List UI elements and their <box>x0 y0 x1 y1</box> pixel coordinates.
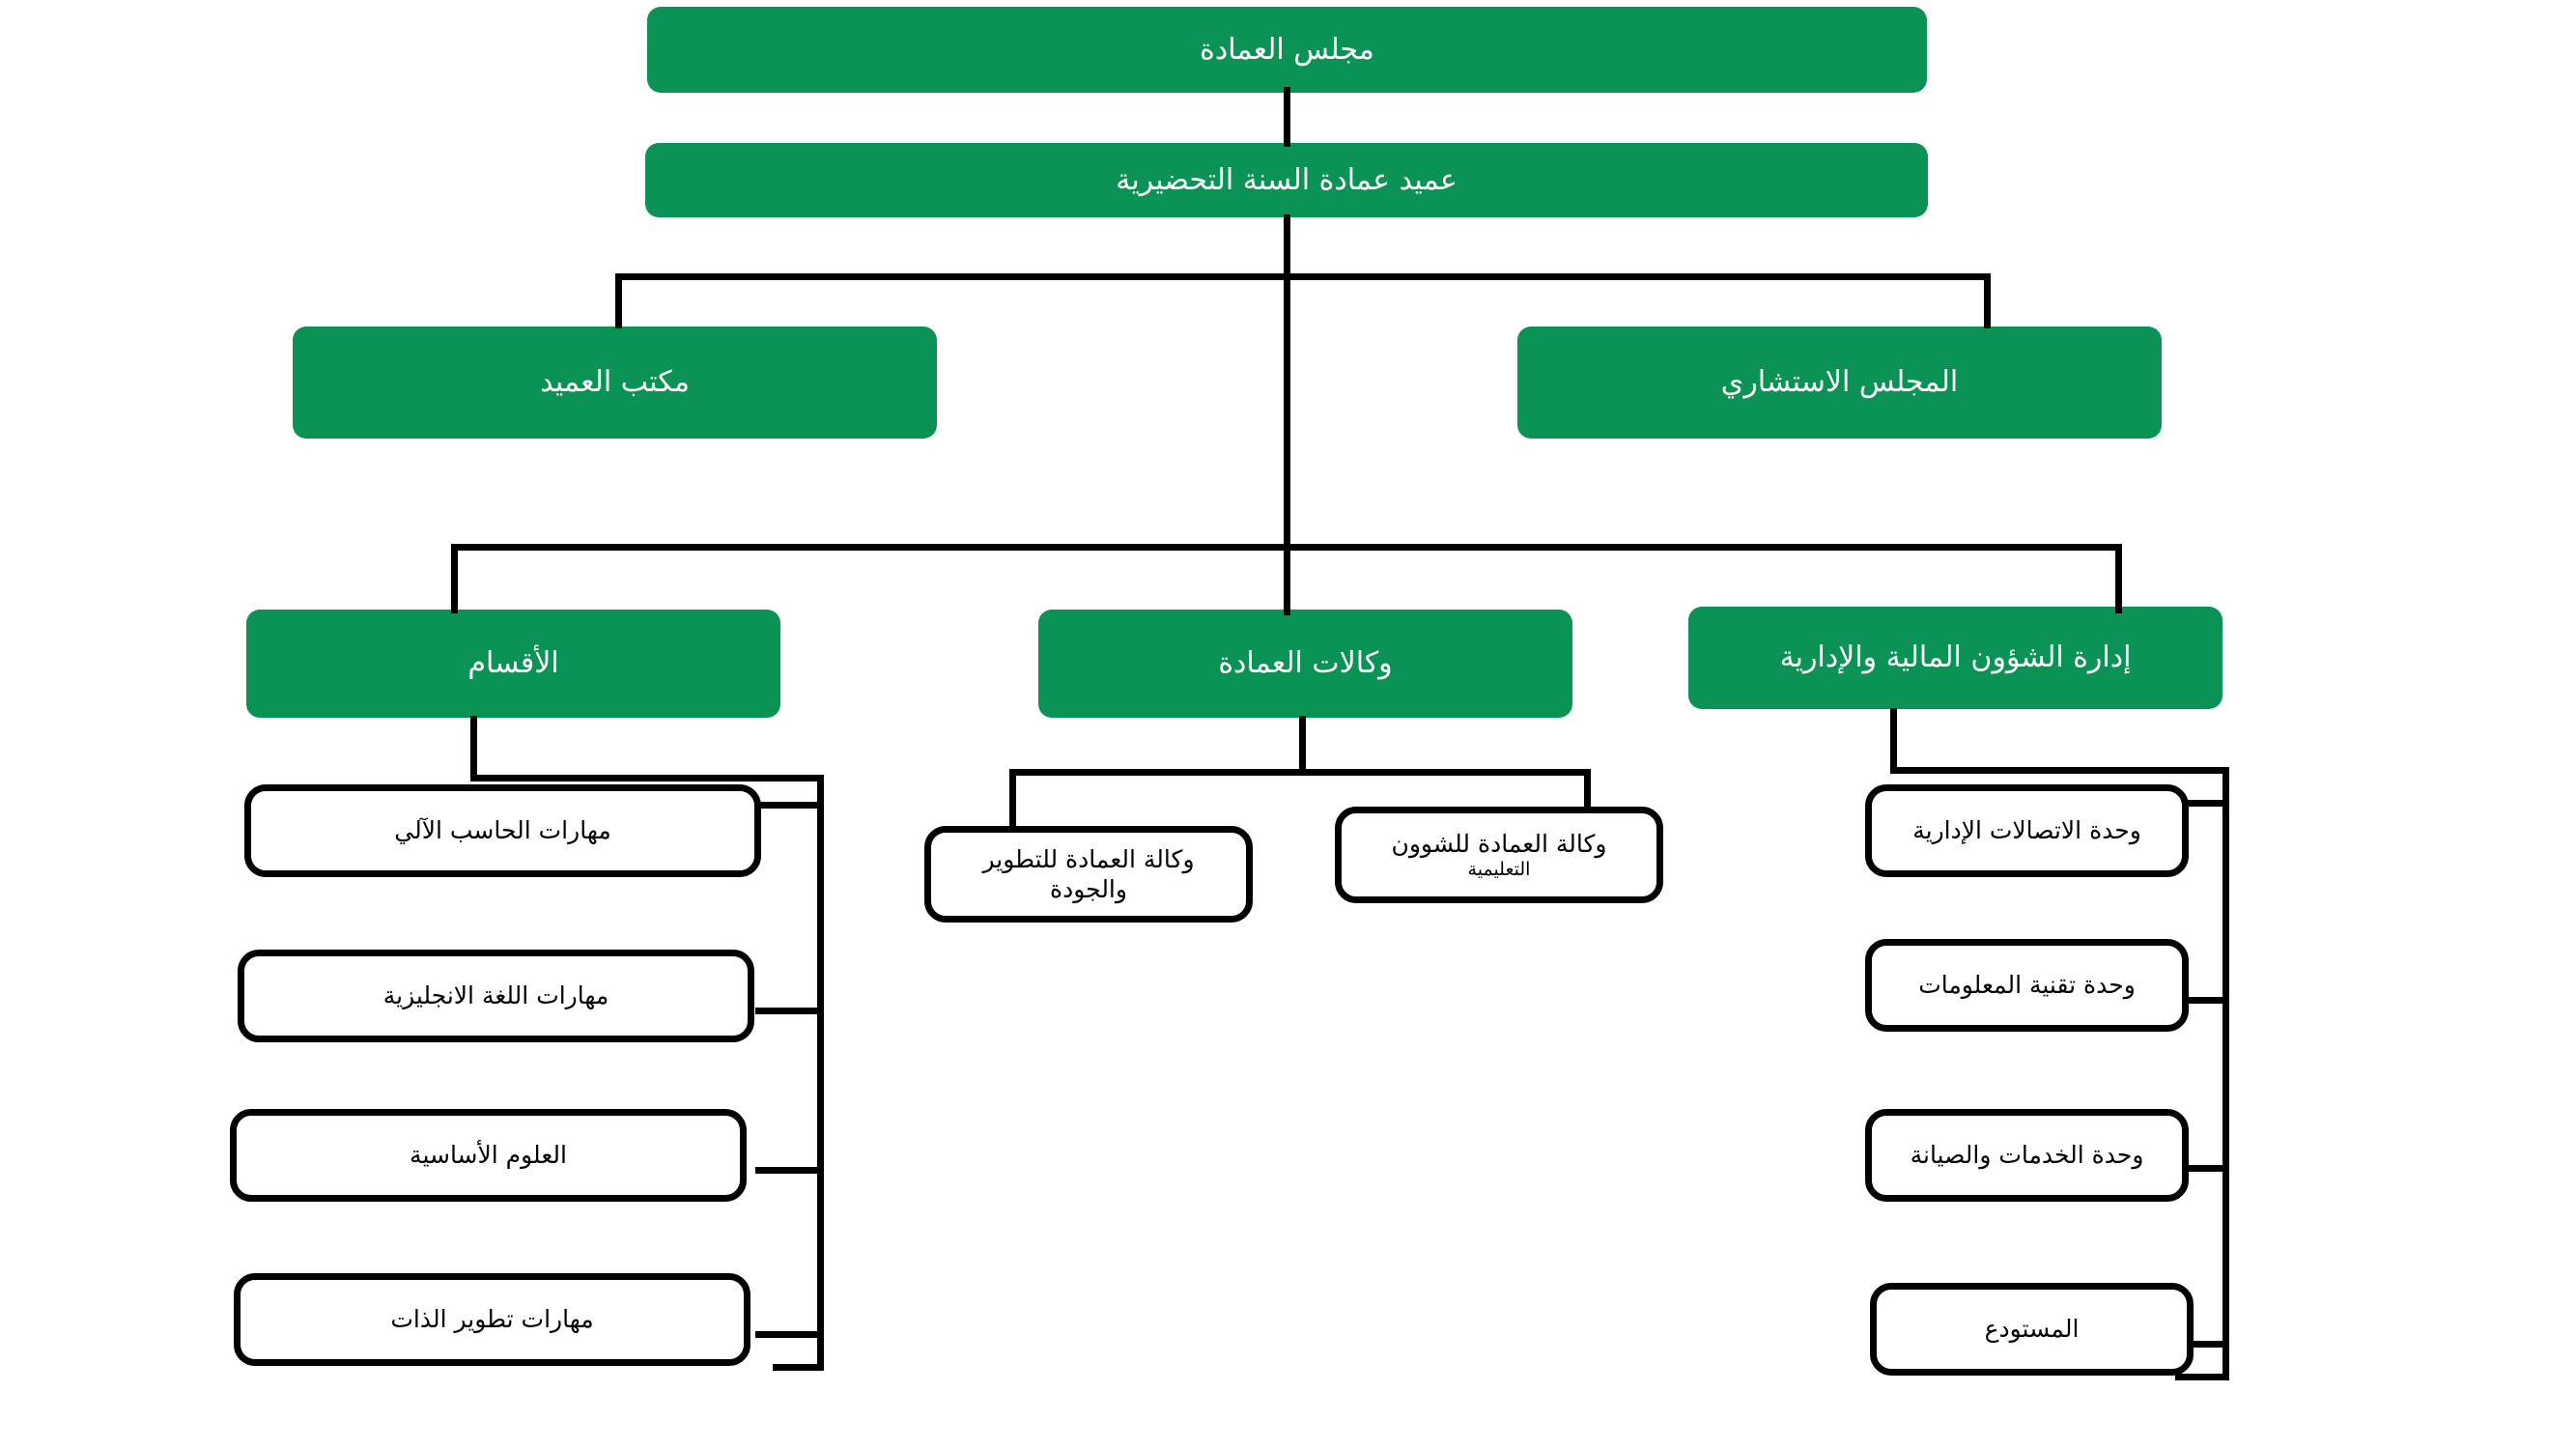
node-unit-administrative-communications-label: وحدة الاتصالات الإدارية <box>1912 816 2141 845</box>
connector-council-to-dean <box>1284 87 1290 147</box>
node-department-self-development[interactable]: مهارات تطوير الذات <box>234 1273 750 1366</box>
connector-admin-finance-stub-1 <box>2161 800 2229 807</box>
label-line-2: والجودة <box>1050 875 1127 903</box>
node-unit-information-technology-label: وحدة تقنية المعلومات <box>1918 971 2136 1000</box>
node-departments-label: الأقسام <box>467 646 559 681</box>
node-deanship-council-label: مجلس العمادة <box>1200 32 1374 67</box>
connector-drop-advisory-council <box>1984 273 1991 328</box>
node-department-computer-skills[interactable]: مهارات الحاسب الآلي <box>244 784 761 877</box>
connector-vice-deanships-bus <box>1009 769 1591 776</box>
connector-departments-spine <box>817 775 824 1371</box>
connector-admin-finance-stub-3 <box>2161 1165 2229 1172</box>
node-department-basic-sciences[interactable]: العلوم الأساسية <box>230 1109 747 1202</box>
node-deanship-council[interactable]: مجلس العمادة <box>647 7 1927 93</box>
connector-bus-row3 <box>451 544 2122 551</box>
node-dean-label: عميد عمادة السنة التحضيرية <box>1116 162 1458 197</box>
node-unit-warehouse-label: المستودع <box>1984 1315 2080 1344</box>
node-dean-office[interactable]: مكتب العميد <box>293 327 937 439</box>
node-unit-warehouse[interactable]: المستودع <box>1870 1283 2194 1376</box>
connector-vice-deanships-drop-right <box>1584 769 1591 810</box>
connector-drop-admin-finance <box>2115 544 2122 613</box>
node-advisory-council[interactable]: المجلس الاستشاري <box>1517 327 2162 439</box>
label-line-1: وكالة العمادة للتطوير <box>982 844 1195 873</box>
node-advisory-council-label: المجلس الاستشاري <box>1720 365 1959 400</box>
node-vice-deanship-development-quality-label: وكالة العمادة للتطوير والجودة <box>943 844 1234 905</box>
node-admin-finance-label: إدارة الشؤون المالية والإدارية <box>1779 640 2132 675</box>
connector-departments-rail-top <box>470 775 824 781</box>
node-department-computer-skills-label: مهارات الحاسب الآلي <box>394 816 611 845</box>
connector-departments-rail-bottom <box>773 1364 824 1371</box>
connector-admin-finance-rail-bottom <box>2175 1374 2229 1380</box>
node-vice-deanship-development-quality[interactable]: وكالة العمادة للتطوير والجودة <box>924 826 1253 923</box>
node-vice-deanship-educational-affairs[interactable]: وكالة العمادة للشوون التعليمية <box>1335 807 1663 903</box>
connector-admin-finance-stub-2 <box>2161 997 2229 1004</box>
node-unit-administrative-communications[interactable]: وحدة الاتصالات الإدارية <box>1865 784 2189 877</box>
node-vice-deanship-educational-affairs-label: وكالة العمادة للشوون التعليمية <box>1353 829 1645 882</box>
node-department-english-skills[interactable]: مهارات اللغة الانجليزية <box>238 950 754 1042</box>
connector-vice-deanships-drop <box>1299 716 1306 774</box>
connector-admin-finance-rail-top <box>1890 767 2229 774</box>
node-department-basic-sciences-label: العلوم الأساسية <box>410 1141 567 1170</box>
node-unit-services-maintenance-label: وحدة الخدمات والصيانة <box>1910 1141 2144 1170</box>
connector-drop-departments <box>451 544 458 613</box>
label-line-1: وكالة العمادة للشوون <box>1391 829 1607 858</box>
connector-departments-stub-3 <box>755 1167 824 1174</box>
connector-admin-finance-drop <box>1890 708 1897 772</box>
label-line-2: التعليمية <box>1467 858 1531 880</box>
connector-departments-stub-2 <box>755 1008 824 1014</box>
connector-dean-trunk <box>1284 214 1290 615</box>
connector-admin-finance-spine <box>2222 767 2229 1380</box>
connector-departments-stub-4 <box>755 1331 824 1338</box>
node-department-self-development-label: مهارات تطوير الذات <box>390 1305 594 1334</box>
node-unit-services-maintenance[interactable]: وحدة الخدمات والصيانة <box>1865 1109 2189 1202</box>
node-department-english-skills-label: مهارات اللغة الانجليزية <box>382 981 609 1010</box>
connector-bus-row2 <box>615 273 1991 280</box>
node-vice-deanships[interactable]: وكالات العمادة <box>1038 610 1572 718</box>
connector-drop-dean-office <box>615 273 622 328</box>
node-dean-office-label: مكتب العميد <box>540 365 690 400</box>
node-admin-finance[interactable]: إدارة الشؤون المالية والإدارية <box>1688 607 2222 709</box>
connector-departments-drop <box>470 716 477 780</box>
node-unit-information-technology[interactable]: وحدة تقنية المعلومات <box>1865 939 2189 1032</box>
node-dean[interactable]: عميد عمادة السنة التحضيرية <box>645 143 1928 217</box>
connector-admin-finance-stub-4 <box>2161 1341 2229 1348</box>
node-departments[interactable]: الأقسام <box>246 610 780 718</box>
node-vice-deanships-label: وكالات العمادة <box>1218 646 1393 681</box>
connector-departments-stub-1 <box>755 802 824 809</box>
connector-vice-deanships-drop-left <box>1009 769 1016 829</box>
